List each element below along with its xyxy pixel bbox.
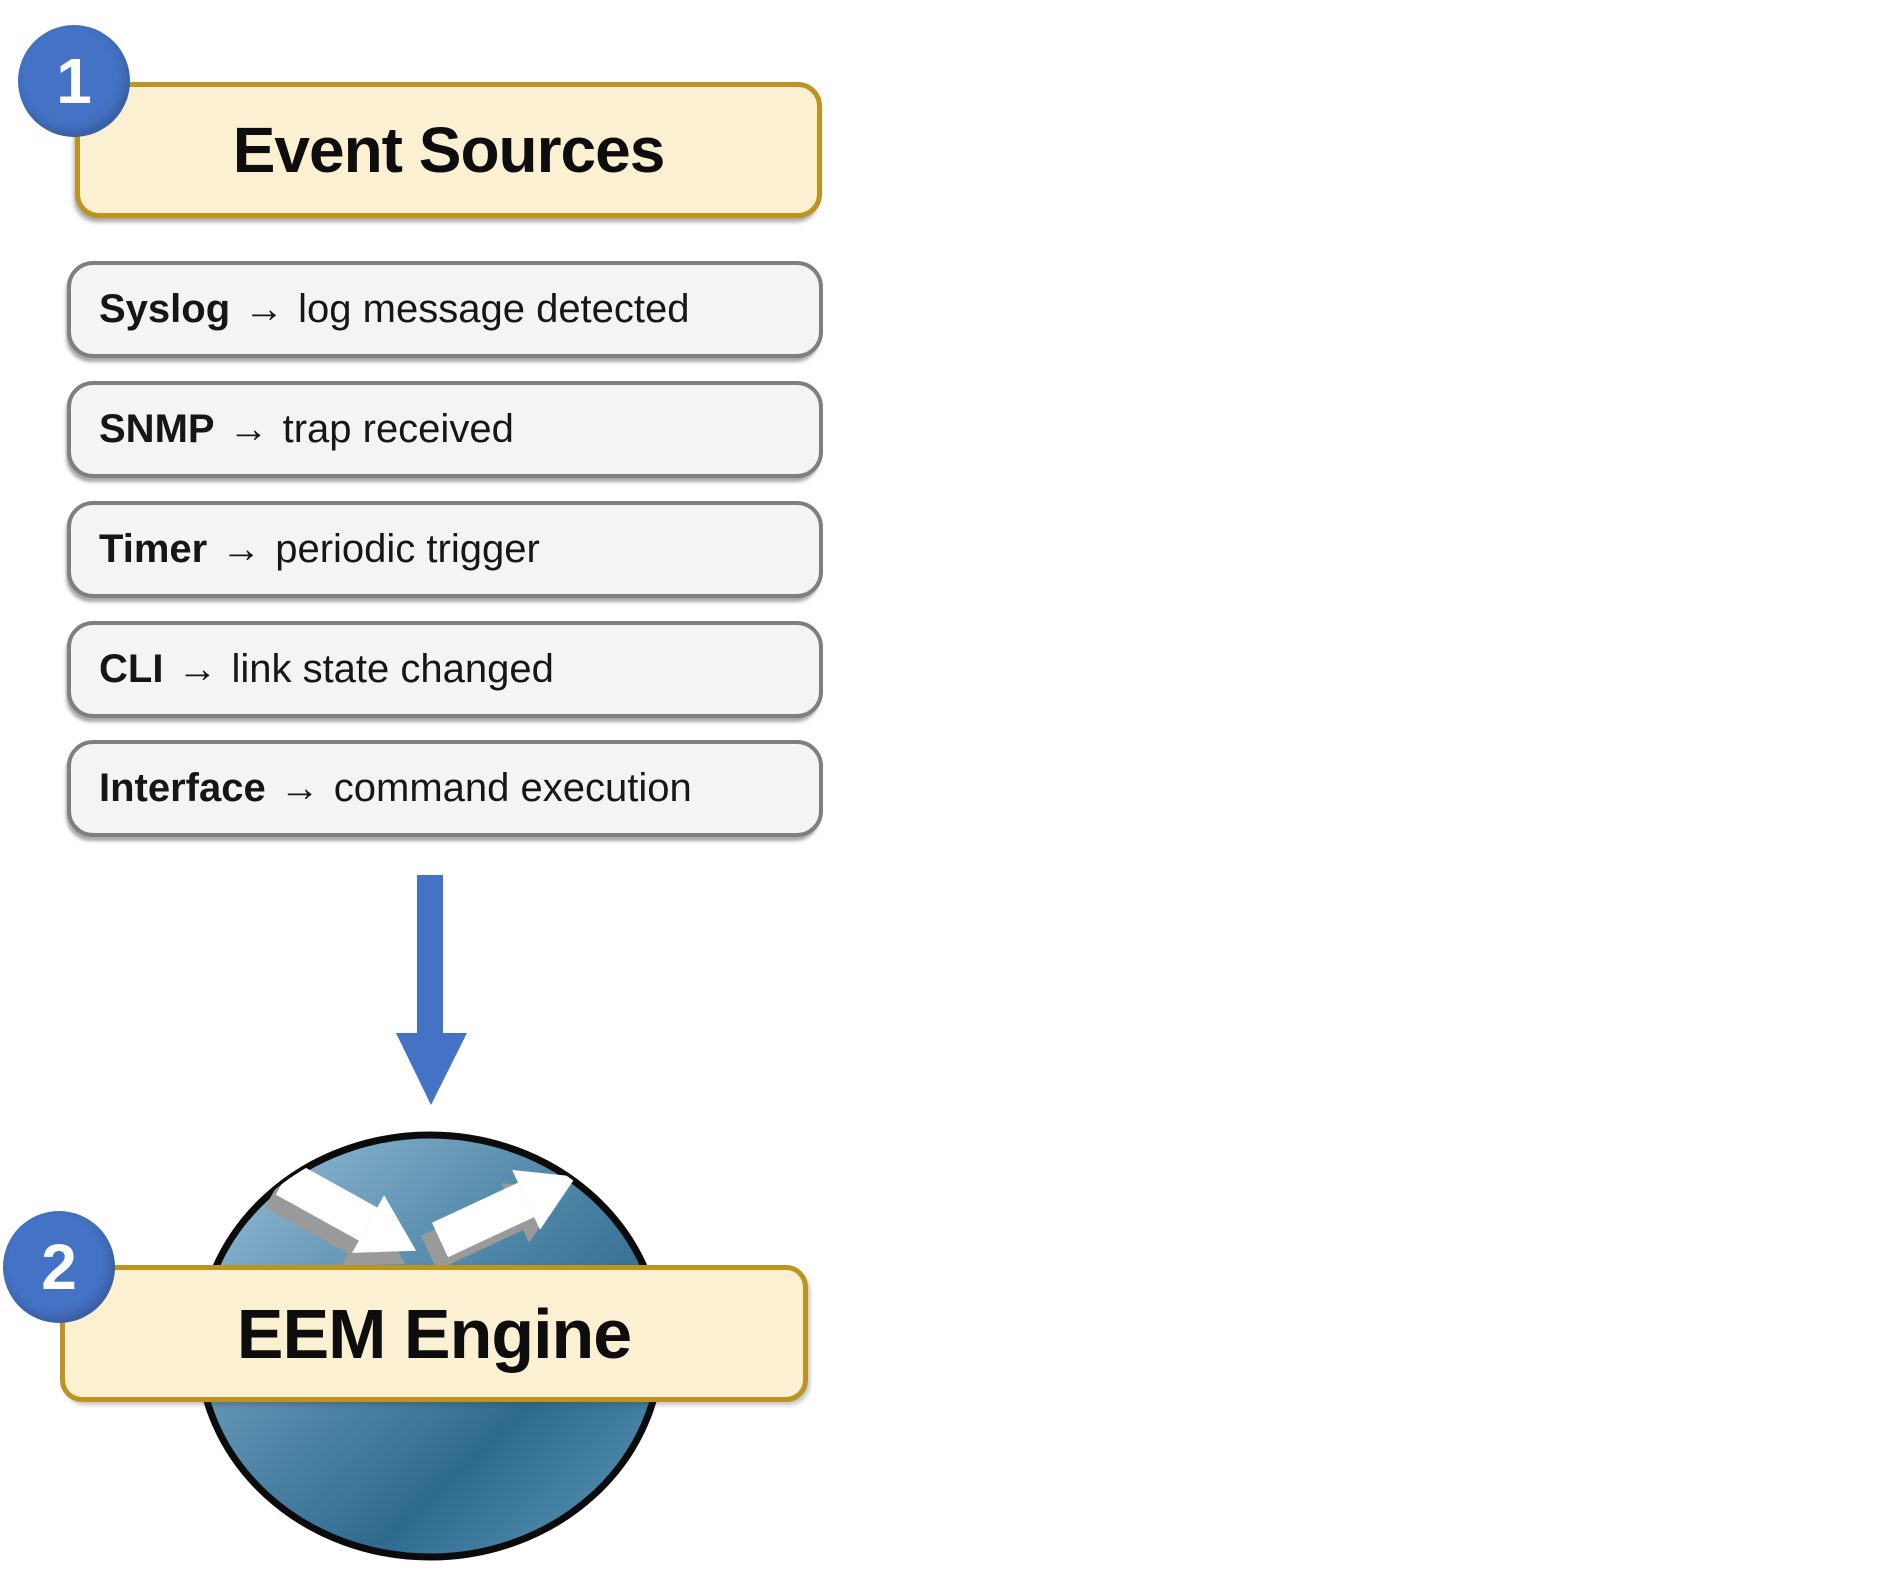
event-sources-title: Event Sources [232,114,666,186]
item-desc: periodic trigger [275,527,540,571]
item-desc: trap received [282,407,514,451]
item-label: SNMP [99,407,215,451]
step-2-badge: 2 [3,1211,115,1323]
item-label: Syslog [99,287,231,331]
routing-arrows-icon [264,1161,576,1271]
step-1-number: 1 [56,45,92,117]
list-item-interface: Interface → command execution [67,740,823,837]
right-arrow-glyph: → [228,407,269,451]
right-arrow-glyph: → [244,287,285,331]
right-arrow-glyph: → [177,647,218,691]
item-label: Timer [99,527,208,571]
eem-engine-title: EEM Engine [236,1294,632,1373]
list-item-timer: Timer → periodic trigger [67,501,823,598]
down-arrow-icon [396,875,467,1105]
list-item-snmp: SNMP → trap received [67,381,823,478]
item-desc: command execution [333,766,692,810]
right-arrow-glyph: → [279,766,320,810]
item-label: CLI [99,647,164,691]
item-label: Interface [99,766,266,810]
item-desc: log message detected [298,287,690,331]
right-arrow-glyph: → [221,527,262,571]
list-item-cli: CLI → link state changed [67,621,823,718]
event-sources-title-box: Event Sources [75,82,822,218]
step-2-number: 2 [41,1231,77,1303]
list-item-syslog: Syslog → log message detected [67,261,823,358]
step-1-badge: 1 [18,25,130,137]
item-desc: link state changed [231,647,554,691]
eem-engine-title-box: EEM Engine [60,1265,808,1402]
